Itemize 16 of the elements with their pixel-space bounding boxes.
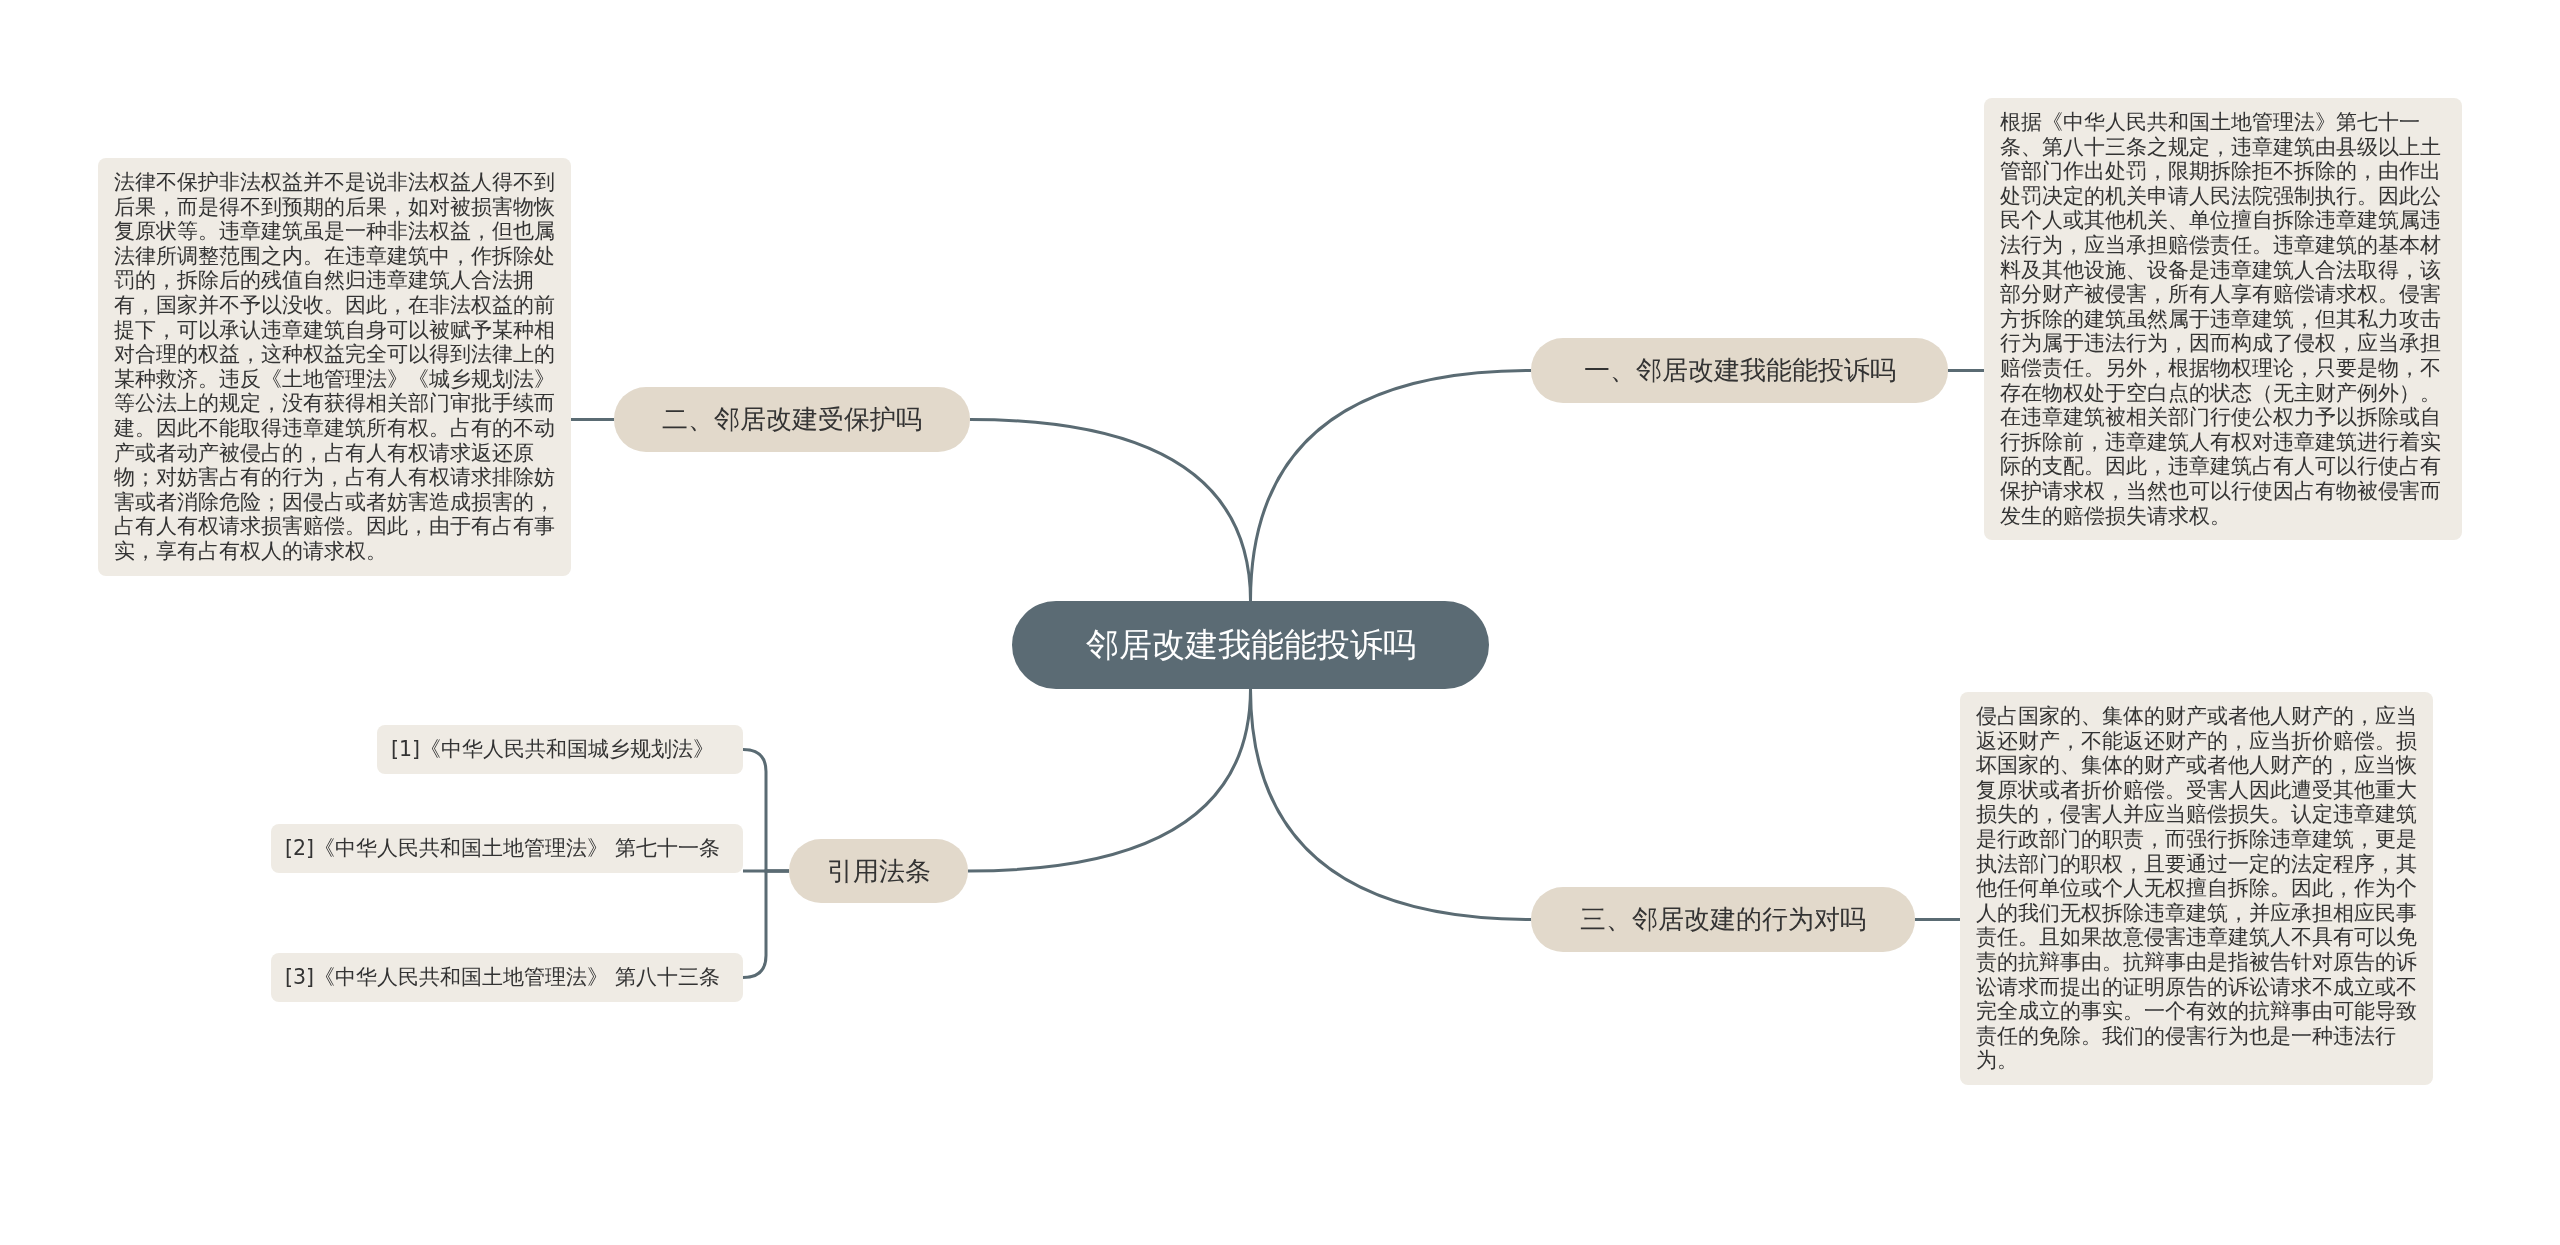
- reference-box: [2]《中华人民共和国土地管理法》 第七十一条: [271, 824, 743, 873]
- connector-line: [969, 418, 1252, 602]
- reference-box: [3]《中华人民共和国土地管理法》 第八十三条: [271, 953, 743, 1002]
- topic-box: 二、邻居改建受保护吗: [614, 387, 970, 452]
- connector-line: [571, 418, 614, 421]
- central-topic: 邻居改建我能能投诉吗: [1012, 601, 1489, 689]
- note-box: 根据《中华人民共和国土地管理法》第七十一条、第八十三条之规定，违章建筑由县级以上土管部门作出处罚，限期拆除拒不拆除的，由作出处罚决定的机关申请人民法院强制执行。因此公民个人或其他机关、单位擅自拆除违章建筑属违法行为，应当承担赔偿责任。违章建筑的基本材料及其他设施、设备是违章建筑人合法取得，该部分财产被侵害，所有人享有赔偿请求权。侵害方拆除的建筑虽然属于违章建筑，但其私力攻击行为属于违法行为，因而构成了侵权，应当承担赔偿责任。另外，根据物权理论，只要是物，不存在物权处于空白点的状态（无主财产例外）。在违章建筑被相关部门行使公权力予以拆除或自行拆除前，违章建筑人有权对违章建筑进行着实际的支配。因此，违章建筑占有人可以行使占有保护请求权，当然也可以行使因占有物被侵害而发生的赔偿损失请求权。: [1984, 98, 2462, 541]
- connector-line: [1948, 369, 1984, 372]
- reference-box: [1]《中华人民共和国城乡规划法》: [377, 725, 743, 774]
- note-box: 侵占国家的、集体的财产或者他人财产的，应当返还财产，不能返还财产的，应当折价赔偿。损坏国家的、集体的财产或者他人财产的，应当恢复原状或者折价赔偿。受害人因此遭受其他重大损失的，侵害人并应当赔偿损失。认定违章建筑是行政部门的职责，而强行拆除违章建筑，更是执法部门的职权，且要通过一定的法定程序，其他任何单位或个人无权擅自拆除。因此，作为个人的我们无权拆除违章建筑，并应承担相应民事责任。且如果故意侵害违章建筑人不具有可以免责的抗辩事由。抗辩事由是指被告针对原告的诉讼请求而提出的证明原告的诉讼请求不成立或不完全成立的事实。一个有效的抗辩事由可能导致责任的免除。我们的侵害行为也是一种违法行为。: [1960, 692, 2433, 1085]
- topic-box: 一、邻居改建我能能投诉吗: [1531, 338, 1948, 403]
- topic-box: 引用法条: [789, 839, 968, 903]
- connector-line: [1915, 918, 1960, 921]
- connector-line: [967, 688, 1252, 873]
- topic-box: 三、邻居改建的行为对吗: [1531, 887, 1915, 952]
- note-box: 法律不保护非法权益并不是说非法权益人得不到后果，而是得不到预期的后果，如对被损害物恢复原状等。违章建筑虽是一种非法权益，但也属法律所调整范围之内。在违章建筑中，作拆除处罚的，拆除后的残值自然归违章建筑人合法拥有，国家并不予以没收。因此，在非法权益的前提下，可以承认违章建筑自身可以被赋予某种相对合理的权益，这种权益完全可以得到法律上的某种救济。违反《土地管理法》《城乡规划法》等公法上的规定，没有获得相关部门审批手续而建。因此不能取得违章建筑所有权。占有的不动产或者动产被侵占的，占有人有权请求返还原物；对妨害占有的行为，占有人有权请求排除妨害或者消除危险；因侵占或者妨害造成损害的，占有人有权请求损害赔偿。因此，由于有占有事实，享有占有权人的请求权。: [98, 158, 571, 576]
